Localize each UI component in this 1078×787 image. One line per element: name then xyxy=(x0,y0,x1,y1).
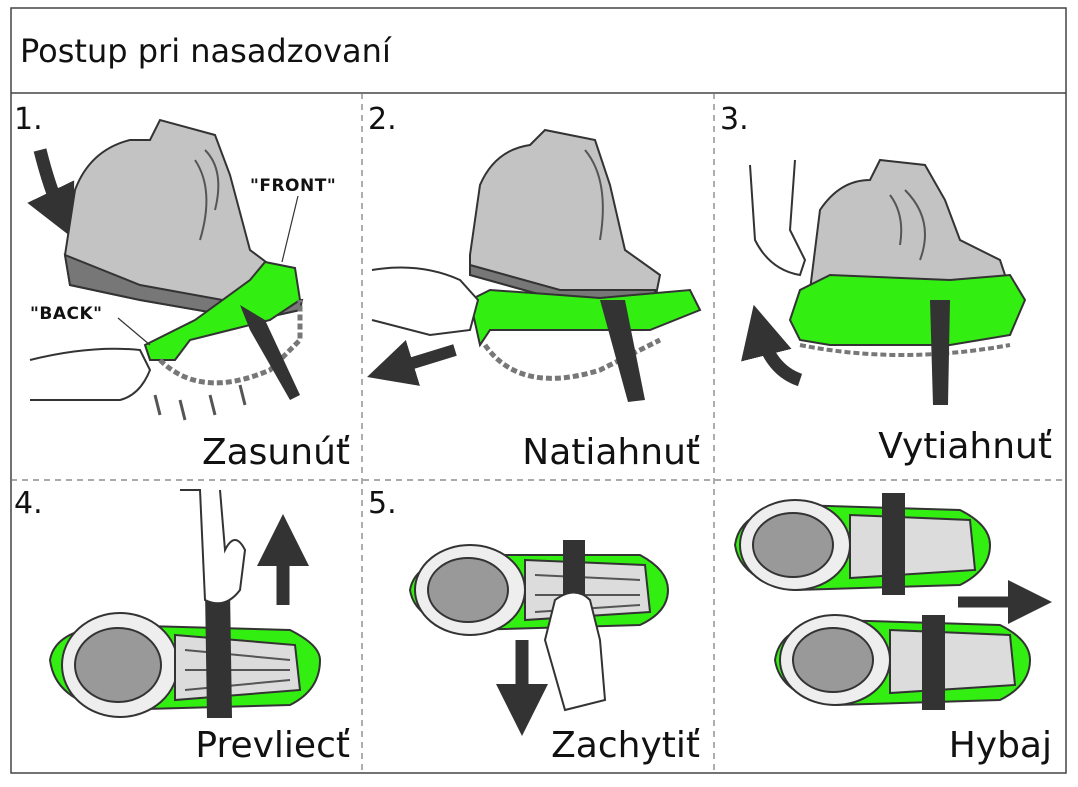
chain-icon-2 xyxy=(482,337,662,381)
boot-icon-3 xyxy=(808,158,1012,291)
back-pointer xyxy=(117,317,151,346)
step-2-number: 2. xyxy=(368,102,397,137)
crampon-icon-2 xyxy=(468,288,702,348)
step-5-illustration xyxy=(408,540,670,736)
step-1-number: 1. xyxy=(14,102,43,137)
chain-icon xyxy=(158,300,303,386)
step-4-caption: Prevliecť xyxy=(195,725,350,766)
curved-arrow-up-icon xyxy=(741,304,803,387)
strap-icon-4 xyxy=(205,590,232,718)
step-3-number: 3. xyxy=(720,102,749,137)
strap-icon-6b xyxy=(922,615,945,710)
boot-icon-2 xyxy=(469,128,662,301)
step-1-illustration xyxy=(27,118,304,421)
step-6-caption: Hybaj xyxy=(948,725,1052,766)
step-1-caption: Zasunúť xyxy=(201,432,350,473)
strap-icon-2 xyxy=(600,300,645,402)
step-5-caption: Zachytiť xyxy=(551,725,700,766)
step-2-illustration xyxy=(367,128,702,402)
hand-icon-2 xyxy=(371,266,480,337)
strap-icon-6a xyxy=(882,493,905,595)
front-pointer xyxy=(281,195,299,263)
step-6-illustration xyxy=(733,493,1052,710)
strap-icon-5 xyxy=(563,540,585,600)
page-title: Postup pri nasadzovaní xyxy=(20,32,391,70)
front-label: "FRONT" xyxy=(250,176,337,196)
hand-icon-4 xyxy=(180,489,247,605)
step-2-caption: Natiahnuť xyxy=(522,432,700,473)
step-5-number: 5. xyxy=(368,486,397,521)
hand-icon-5 xyxy=(543,591,607,712)
strap-icon-3 xyxy=(930,300,950,405)
strap-icon xyxy=(240,305,300,400)
step-4-illustration xyxy=(48,489,322,718)
step-3-illustration xyxy=(741,158,1027,405)
arrow-left-icon xyxy=(367,340,457,386)
crampon-icon xyxy=(143,260,302,361)
back-label: "BACK" xyxy=(30,304,103,324)
step-4-number: 4. xyxy=(14,486,43,521)
hand-icon xyxy=(29,347,152,401)
crampon-icon-3 xyxy=(788,273,1027,346)
hand-icon-3 xyxy=(749,159,807,277)
step-3-caption: Vytiahnuť xyxy=(878,426,1052,467)
curved-arrow-icon xyxy=(27,148,75,239)
outer-frame xyxy=(10,7,1067,774)
